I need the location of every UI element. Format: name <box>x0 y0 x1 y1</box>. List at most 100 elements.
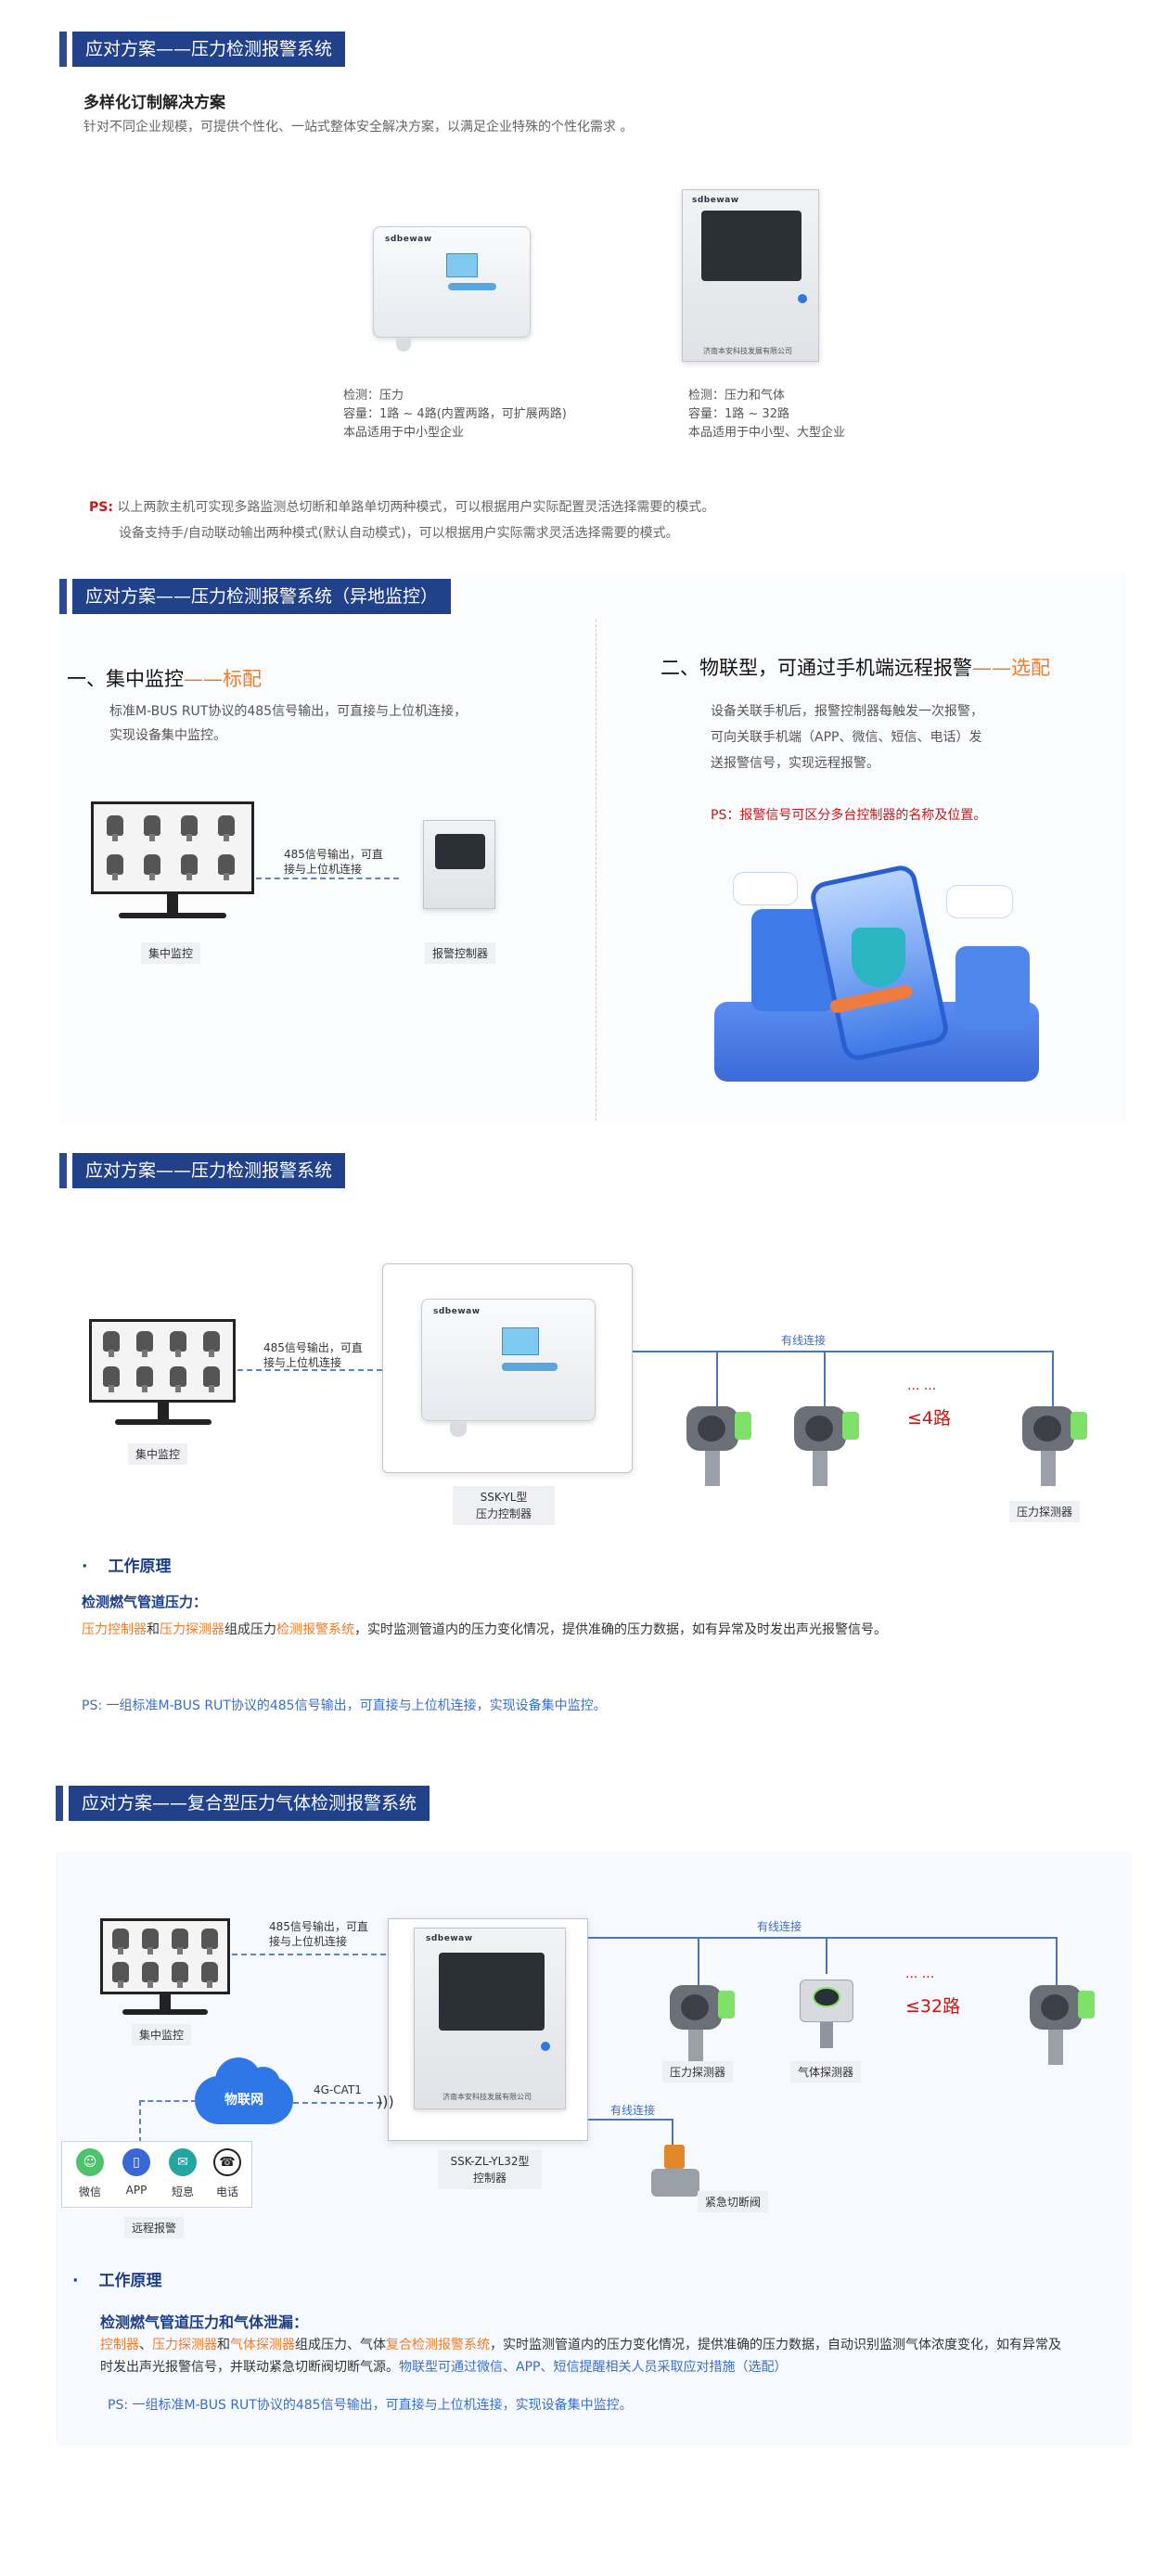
wired-label: 有线连接 <box>757 1920 802 1933</box>
header-accent-bar <box>59 32 67 67</box>
right-heading: 二、物联型，可通过手机端远程报警——选配 <box>660 653 1050 681</box>
controller-label: SSK-YL型 压力控制器 <box>453 1486 555 1525</box>
header-accent-bar <box>56 1786 63 1821</box>
section-title: 应对方案——复合型压力气体检测报警系统 <box>69 1786 430 1821</box>
section-header-2: 应对方案——压力检测报警系统（异地监控） <box>59 579 452 614</box>
right-ps: PS：报警信号可区分多台控制器的名称及位置。 <box>711 808 987 823</box>
pressure-controller-image: sdbewaw <box>421 1299 596 1437</box>
controller-label: SSK-ZL-YL32型 控制器 <box>438 2150 542 2189</box>
left-desc2: 实现设备集中监控。 <box>109 728 226 743</box>
principle-text: 压力控制器和压力探测器组成压力检测报警系统，实时监测管道内的压力变化情况，提供准… <box>82 1620 1121 1638</box>
p-part1: 压力控制器 <box>82 1622 147 1637</box>
pressure-detector-2 <box>794 1397 865 1490</box>
valve-wired-label: 有线连接 <box>610 2104 656 2117</box>
section-title: 应对方案——压力检测报警系统 <box>72 32 346 67</box>
pressure-detector-end <box>1030 1976 1100 2069</box>
lcd-screen <box>502 1327 539 1355</box>
dots: ··· ··· <box>907 1382 937 1397</box>
phone-label: 电话 <box>215 2185 238 2198</box>
ps-label: PS: <box>89 500 113 515</box>
signal-text2: 接与上位机连接 <box>284 863 363 876</box>
central-monitor <box>91 801 254 894</box>
company-name: 济南本安科技发展有限公司 <box>442 2093 532 2101</box>
left-tag: ——标配 <box>184 668 262 690</box>
pressure-detector-3 <box>1022 1397 1093 1490</box>
principle-title: 工作原理 <box>108 1557 172 1576</box>
connector <box>396 339 411 352</box>
valve-label: 紧急切断阀 <box>698 2191 769 2212</box>
p-part4: 和 <box>217 2338 230 2352</box>
wired-label: 有线连接 <box>781 1334 827 1347</box>
valve-line-h <box>588 2119 673 2121</box>
brand-logo: sdbewaw <box>433 1307 481 1316</box>
net-line <box>293 2102 382 2104</box>
status-light <box>798 294 807 303</box>
lcd-screen <box>446 253 478 277</box>
bullet: · <box>82 1557 88 1576</box>
bullet: · <box>72 2272 79 2290</box>
signal-text2: 接与上位机连接 <box>269 1935 348 1948</box>
gas-detector <box>800 1970 855 2054</box>
bus-line <box>588 1937 1056 1939</box>
drop-line-2 <box>826 1937 827 1974</box>
controller-type: 控制器 <box>472 2172 507 2185</box>
principle-text: 控制器、压力探测器和气体探测器组成压力、气体复合检测报警系统，实时监测管道内的压… <box>100 2334 1065 2378</box>
p-line2a: 体浓度变化，如有异常及时发出声光报警信号，并联动紧急切断阀切断气源。 <box>100 2338 1061 2375</box>
dots: ··· ··· <box>905 1970 935 1985</box>
connector <box>450 1422 467 1437</box>
left-desc1: 标准M-BUS RUT协议的485信号输出，可直接与上位机连接， <box>109 704 468 719</box>
header-accent-bar <box>59 1153 67 1188</box>
p-part5: 检测报警系统 <box>276 1622 354 1637</box>
p-part1: 控制器 <box>100 2338 139 2352</box>
status-light <box>541 2042 550 2051</box>
p-part6: 组成压力、气体 <box>295 2338 386 2352</box>
section-title: 应对方案——压力检测报警系统（异地监控） <box>72 579 452 614</box>
p-part2: 、 <box>139 2338 152 2352</box>
detector-label: 压力探测器 <box>1009 1501 1081 1522</box>
pressure-controller-image: sdbewaw <box>373 226 531 352</box>
composite-controller-image: sdbewaw 济南本安科技发展有限公司 <box>414 1928 566 2109</box>
composite-controller-image: sdbewaw 济南本安科技发展有限公司 <box>682 189 819 362</box>
drop-line-1 <box>698 1937 699 1985</box>
sms-label: 短息 <box>171 2185 194 2198</box>
central-monitor <box>100 1918 230 1994</box>
principle-heading: · 工作原理 <box>82 1553 171 1576</box>
central-monitor <box>89 1319 236 1403</box>
monitor-stand <box>167 894 178 915</box>
principle-heading: ·工作原理 <box>72 2267 161 2290</box>
company-name: 济南本安科技发展有限公司 <box>703 347 792 355</box>
emergency-valve <box>651 2145 701 2200</box>
section-header-3: 应对方案——压力检测报警系统 <box>59 1153 346 1188</box>
p-part7: 复合检测报警系统 <box>386 2338 490 2352</box>
left-title: 一、集中监控 <box>67 668 184 690</box>
drop-line-1 <box>716 1351 718 1408</box>
app-label: APP <box>125 2184 147 2197</box>
monitor-base <box>115 1419 212 1425</box>
gas-detector-label: 气体探测器 <box>790 2061 862 2083</box>
wechat-icon: ☺ <box>76 2148 104 2176</box>
right-desc2: 可向关联手机端（APP、微信、短信、电话）发 <box>711 730 982 745</box>
p-part2: 和 <box>147 1622 160 1637</box>
right-desc3: 送报警信号，实现远程报警。 <box>711 756 879 771</box>
pressure-detector-label: 压力探测器 <box>662 2061 734 2083</box>
remote-label: 远程报警 <box>124 2217 185 2238</box>
monitor-label: 集中监控 <box>132 2024 192 2045</box>
device2-spec3: 本品适用于中小型、大型企业 <box>688 426 846 440</box>
signal-line <box>256 878 399 879</box>
ps-note: PS: 一组标准M-BUS RUT协议的485信号输出，可直接与上位机连接，实现… <box>108 2398 633 2413</box>
monitor-stand <box>158 1403 169 1421</box>
cloud-label: 物联网 <box>224 2093 263 2108</box>
ps-line2: 设备支持手/自动联动输出两种模式(默认自动模式)，可以根据用户实际需求灵活选择需… <box>119 526 679 541</box>
wifi-icon: ))) <box>377 2093 394 2110</box>
wechat-label: 微信 <box>78 2185 101 2198</box>
control-panel <box>439 1953 545 2031</box>
p-part3: 压力探测器 <box>152 2338 217 2352</box>
alarm-controller-image <box>423 820 495 909</box>
remote-link-line <box>139 2100 197 2102</box>
brand-logo: sdbewaw <box>385 235 432 244</box>
monitor-base <box>119 913 226 918</box>
controller-type: 压力控制器 <box>475 1507 532 1520</box>
button-row <box>502 1363 558 1371</box>
valve-line-v <box>672 2119 673 2147</box>
device1-spec3: 本品适用于中小型企业 <box>343 426 465 440</box>
